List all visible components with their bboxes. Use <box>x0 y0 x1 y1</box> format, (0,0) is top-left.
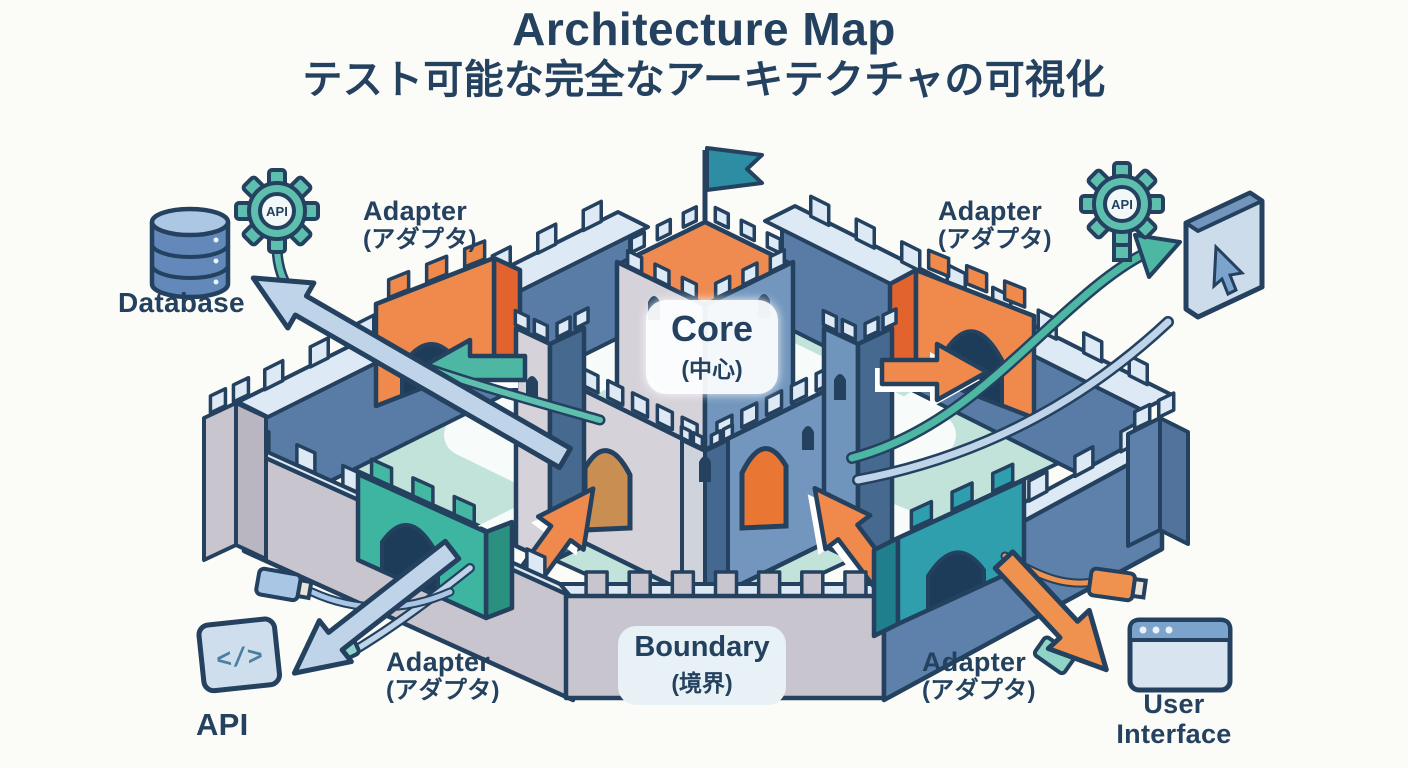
core-label: Core (中心) <box>646 300 778 394</box>
wall-corner-right <box>1126 391 1190 548</box>
adapter-label-top-right: Adapter (アダプタ) <box>938 196 1052 253</box>
teal-arrowhead <box>1133 233 1182 279</box>
usb-plug-icon <box>254 566 314 603</box>
page-title: Architecture Map <box>512 3 896 55</box>
api-label: API <box>196 707 249 742</box>
gear-label: API <box>266 204 288 219</box>
code-panel-icon: </> <box>196 616 282 694</box>
external-connections: API API <box>149 161 1265 694</box>
monitor-icon <box>1183 190 1265 320</box>
api-gear-icon-right: API <box>1079 161 1165 262</box>
arrow-slit-window <box>802 426 814 450</box>
flag-icon <box>705 146 764 192</box>
adapter-label-bottom-right: Adapter (アダプタ) <box>922 647 1036 704</box>
usb-plug-orange-icon <box>1086 566 1149 603</box>
keep-door-right <box>739 446 789 531</box>
cursor-icon <box>1212 243 1246 297</box>
wall-corner-left <box>202 375 268 562</box>
gear-label: API <box>1111 197 1133 212</box>
adapter-label-top-left: Adapter (アダプタ) <box>363 196 477 253</box>
to-monitor-teal-arrow <box>848 251 1146 462</box>
boundary-label: Boundary (境界) <box>618 626 786 705</box>
connector-pipe <box>349 565 473 655</box>
browser-icon <box>1127 617 1233 693</box>
database-icon <box>149 206 231 300</box>
adapter-label-bottom-left: Adapter (アダプタ) <box>386 647 500 704</box>
page-subtitle: テスト可能な完全なアーキテクチャの可視化 <box>302 58 1106 102</box>
database-label: Database <box>118 287 245 318</box>
code-glyph: </> <box>215 641 265 676</box>
user-interface-label: User Interface <box>1116 689 1232 749</box>
keep-door-left <box>582 448 633 533</box>
to-monitor-pipe <box>854 318 1172 484</box>
api-gear-icon-left: API <box>234 168 320 254</box>
